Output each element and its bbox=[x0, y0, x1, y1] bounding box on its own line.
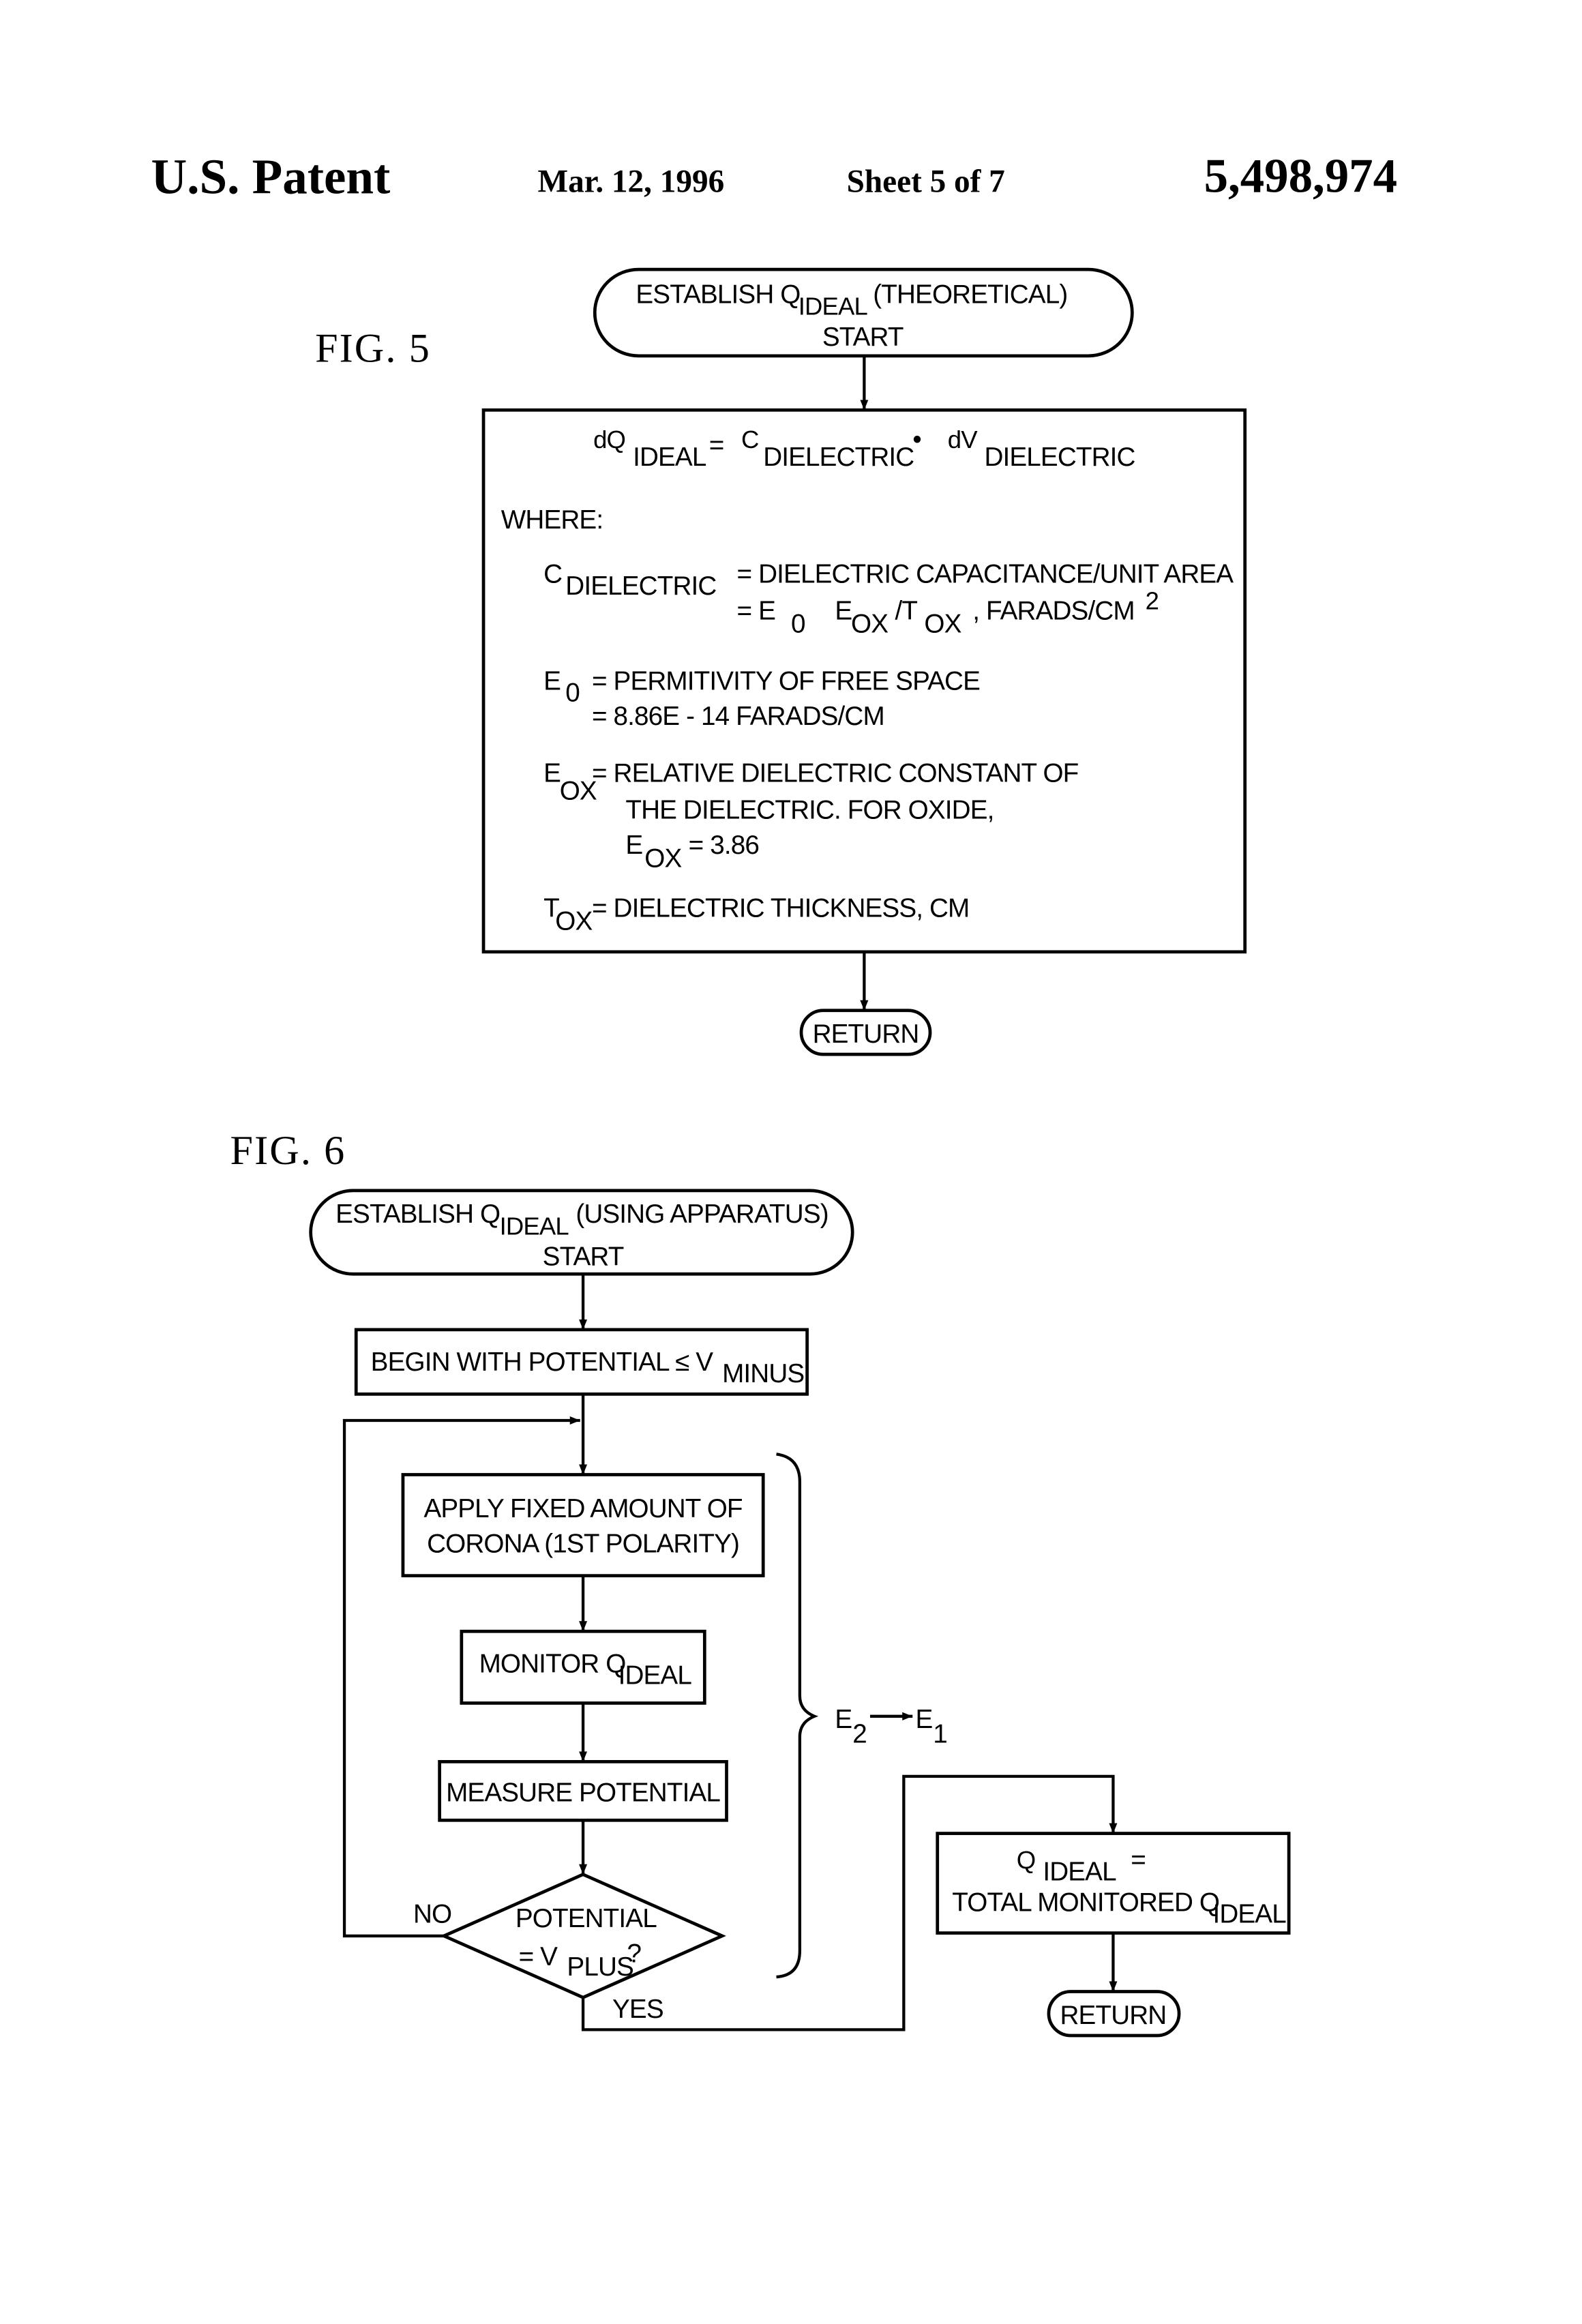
eox-def-line2: THE DIELECTRIC. FOR OXIDE, bbox=[625, 795, 994, 824]
result-q-sub: IDEAL bbox=[1043, 1857, 1116, 1886]
begin-sub: MINUS bbox=[722, 1359, 804, 1388]
monitor-text: MONITOR Q bbox=[479, 1649, 626, 1678]
c-def-l2a-sub: 0 bbox=[791, 610, 805, 639]
fig5-start-terminal: ESTABLISH Q IDEAL (THEORETICAL) START bbox=[595, 269, 1132, 356]
fig5-start-text-b: (THEORETICAL) bbox=[873, 280, 1067, 310]
eq-c: C bbox=[741, 426, 759, 453]
begin-box: BEGIN WITH POTENTIAL ≤ V MINUS bbox=[356, 1330, 807, 1394]
eox-def-l3-sub: OX bbox=[644, 844, 681, 873]
fig5-start-text-a: ESTABLISH Q bbox=[636, 280, 800, 310]
fig6-start-sub: IDEAL bbox=[500, 1212, 569, 1240]
brace-e2-sub: 2 bbox=[852, 1719, 867, 1748]
c-def-l2d-sup: 2 bbox=[1146, 586, 1159, 614]
decision-line2b: ? bbox=[627, 1939, 641, 1969]
eox-def-l3-symbol: E bbox=[625, 831, 642, 860]
result-equals: = bbox=[1131, 1845, 1146, 1875]
measure-box: MEASURE POTENTIAL bbox=[440, 1761, 727, 1820]
c-def-l2b-sub: OX bbox=[851, 610, 888, 639]
fig6-return-terminal: RETURN bbox=[1049, 1992, 1179, 2036]
fig6-start-line2: START bbox=[543, 1242, 624, 1271]
eox-def-line1: = RELATIVE DIELECTRIC CONSTANT OF bbox=[592, 759, 1079, 788]
fig6-return-text: RETURN bbox=[1060, 2001, 1167, 2030]
c-def-l2c: /T bbox=[895, 596, 917, 625]
decision-line2a: = V bbox=[519, 1942, 558, 1971]
e0-def-line1: = PERMITIVITY OF FREE SPACE bbox=[592, 666, 980, 696]
apply-line2: CORONA (1ST POLARITY) bbox=[427, 1529, 739, 1558]
fig5-label: FIG. 5 bbox=[315, 325, 431, 371]
brace-label: E 2 E 1 bbox=[835, 1705, 947, 1748]
c-def-sub: DIELECTRIC bbox=[565, 571, 716, 601]
figure-5: FIG. 5 ESTABLISH Q IDEAL (THEORETICAL) S… bbox=[315, 269, 1245, 1054]
where-label: WHERE: bbox=[501, 505, 603, 535]
fig5-return-terminal: RETURN bbox=[801, 1011, 930, 1054]
eq-c-sub: DIELECTRIC bbox=[763, 443, 914, 472]
tox-def-sub: OX bbox=[555, 907, 592, 936]
measure-text: MEASURE POTENTIAL bbox=[446, 1778, 720, 1807]
c-def-symbol: C bbox=[543, 560, 562, 589]
eox-def-l3-value: = 3.86 bbox=[689, 831, 759, 860]
e0-def-line2: = 8.86E - 14 FARADS/CM bbox=[592, 702, 884, 731]
fig6-start-terminal: ESTABLISH Q IDEAL (USING APPARATUS) STAR… bbox=[311, 1191, 853, 1274]
fig5-start-sub: IDEAL bbox=[799, 293, 868, 321]
result-line2: TOTAL MONITORED Q bbox=[952, 1888, 1219, 1917]
c-def-l2d: , FARADS/CM bbox=[972, 596, 1134, 625]
result-box: Q IDEAL = TOTAL MONITORED Q IDEAL bbox=[938, 1834, 1289, 1933]
figure-6: FIG. 6 ESTABLISH Q IDEAL (USING APPARATU… bbox=[230, 1128, 1289, 2036]
result-line2-sub: IDEAL bbox=[1212, 1900, 1286, 1929]
fig6-start-text-b: (USING APPARATUS) bbox=[576, 1200, 828, 1229]
c-def-line1: = DIELECTRIC CAPACITANCE/UNIT AREA bbox=[737, 560, 1234, 589]
header-date: Mar. 12, 1996 bbox=[537, 164, 724, 199]
apply-line1: APPLY FIXED AMOUNT OF bbox=[423, 1494, 742, 1523]
fig5-equation-box: dQ IDEAL = C DIELECTRIC • dV DIELECTRIC … bbox=[483, 410, 1245, 952]
page-header: U.S. Patent Mar. 12, 1996 Sheet 5 of 7 5… bbox=[151, 149, 1397, 204]
eox-def-sub: OX bbox=[560, 777, 597, 806]
yes-label: YES bbox=[612, 1995, 663, 2024]
brace-e2: E bbox=[835, 1705, 852, 1734]
brace-e1: E bbox=[916, 1705, 933, 1734]
decision-diamond: POTENTIAL = V PLUS ? bbox=[444, 1875, 722, 1997]
c-def-l2a: = E bbox=[737, 596, 776, 625]
e0-def-sub: 0 bbox=[565, 679, 580, 708]
tox-def-line1: = DIELECTRIC THICKNESS, CM bbox=[592, 893, 969, 923]
fig6-start-text-a: ESTABLISH Q bbox=[335, 1200, 500, 1229]
fig5-return-text: RETURN bbox=[813, 1019, 919, 1049]
brace-e1-sub: 1 bbox=[933, 1719, 947, 1748]
fig6-label: FIG. 6 bbox=[230, 1128, 346, 1174]
eq-dv-sub: DIELECTRIC bbox=[984, 443, 1135, 472]
eq-dq-sub: IDEAL bbox=[633, 443, 706, 472]
e0-def-symbol: E bbox=[543, 666, 561, 696]
loop-brace bbox=[777, 1454, 815, 1977]
eq-dv: dV bbox=[948, 426, 978, 453]
decision-line2-sub: PLUS bbox=[567, 1952, 633, 1982]
c-def-l2b: E bbox=[835, 596, 852, 625]
eox-def-symbol: E bbox=[543, 759, 561, 788]
no-label: NO bbox=[413, 1900, 451, 1929]
eq-dq: dQ bbox=[593, 426, 625, 453]
begin-text: BEGIN WITH POTENTIAL ≤ V bbox=[371, 1347, 714, 1377]
result-q: Q bbox=[1017, 1846, 1036, 1874]
c-def-l2c-sub: OX bbox=[924, 610, 961, 639]
monitor-sub: IDEAL bbox=[618, 1661, 692, 1690]
apply-corona-box: APPLY FIXED AMOUNT OF CORONA (1ST POLARI… bbox=[403, 1474, 763, 1575]
eq-equals: = bbox=[709, 431, 724, 460]
fig5-start-line2: START bbox=[822, 323, 904, 352]
header-sheet: Sheet 5 of 7 bbox=[847, 164, 1005, 199]
header-patent-number: 5,498,974 bbox=[1204, 149, 1397, 203]
header-patent-label: U.S. Patent bbox=[151, 149, 391, 204]
eq-dot: • bbox=[912, 425, 921, 454]
monitor-box: MONITOR Q IDEAL bbox=[462, 1631, 704, 1703]
decision-line1: POTENTIAL bbox=[516, 1904, 657, 1933]
